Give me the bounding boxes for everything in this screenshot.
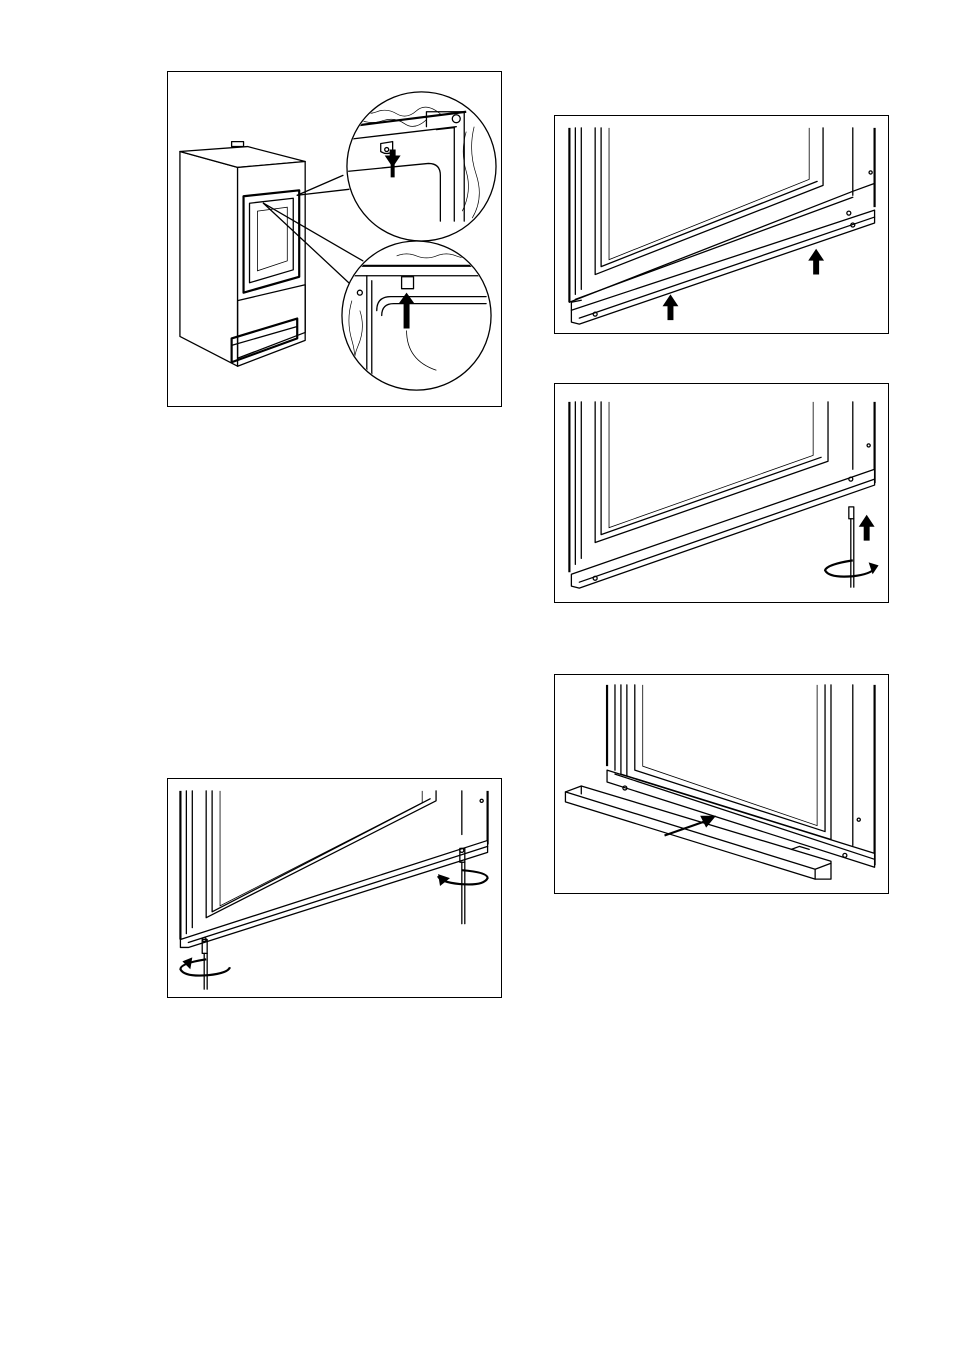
figure-cover-strip-slide bbox=[554, 674, 889, 894]
arrow-up-icon bbox=[808, 249, 824, 275]
figure-rail-lift bbox=[554, 115, 889, 334]
detail-circle-top-hinge bbox=[347, 92, 496, 241]
cover-strip-illustration bbox=[555, 675, 888, 893]
figure-rail-screw-right bbox=[554, 383, 889, 603]
rotate-arrow-icon bbox=[825, 560, 879, 576]
screwdriver-icon bbox=[202, 940, 207, 990]
rail-screw-both-illustration bbox=[168, 779, 501, 997]
figure-rail-screw-both bbox=[167, 778, 502, 998]
rail-screw-right-illustration bbox=[555, 384, 888, 602]
cabinet-illustration bbox=[168, 72, 501, 406]
cabinet-side-panel bbox=[180, 152, 238, 367]
arrow-up-icon bbox=[859, 515, 875, 541]
arrow-up-icon bbox=[663, 294, 679, 320]
rotate-arrow-icon bbox=[180, 957, 230, 975]
detail-circle-bottom-hinge bbox=[342, 241, 491, 390]
rotate-arrow-icon bbox=[438, 870, 488, 886]
screwdriver-icon bbox=[849, 507, 854, 587]
rail-lift-illustration bbox=[555, 116, 888, 333]
figure-cabinet-hinge-detail bbox=[167, 71, 502, 407]
